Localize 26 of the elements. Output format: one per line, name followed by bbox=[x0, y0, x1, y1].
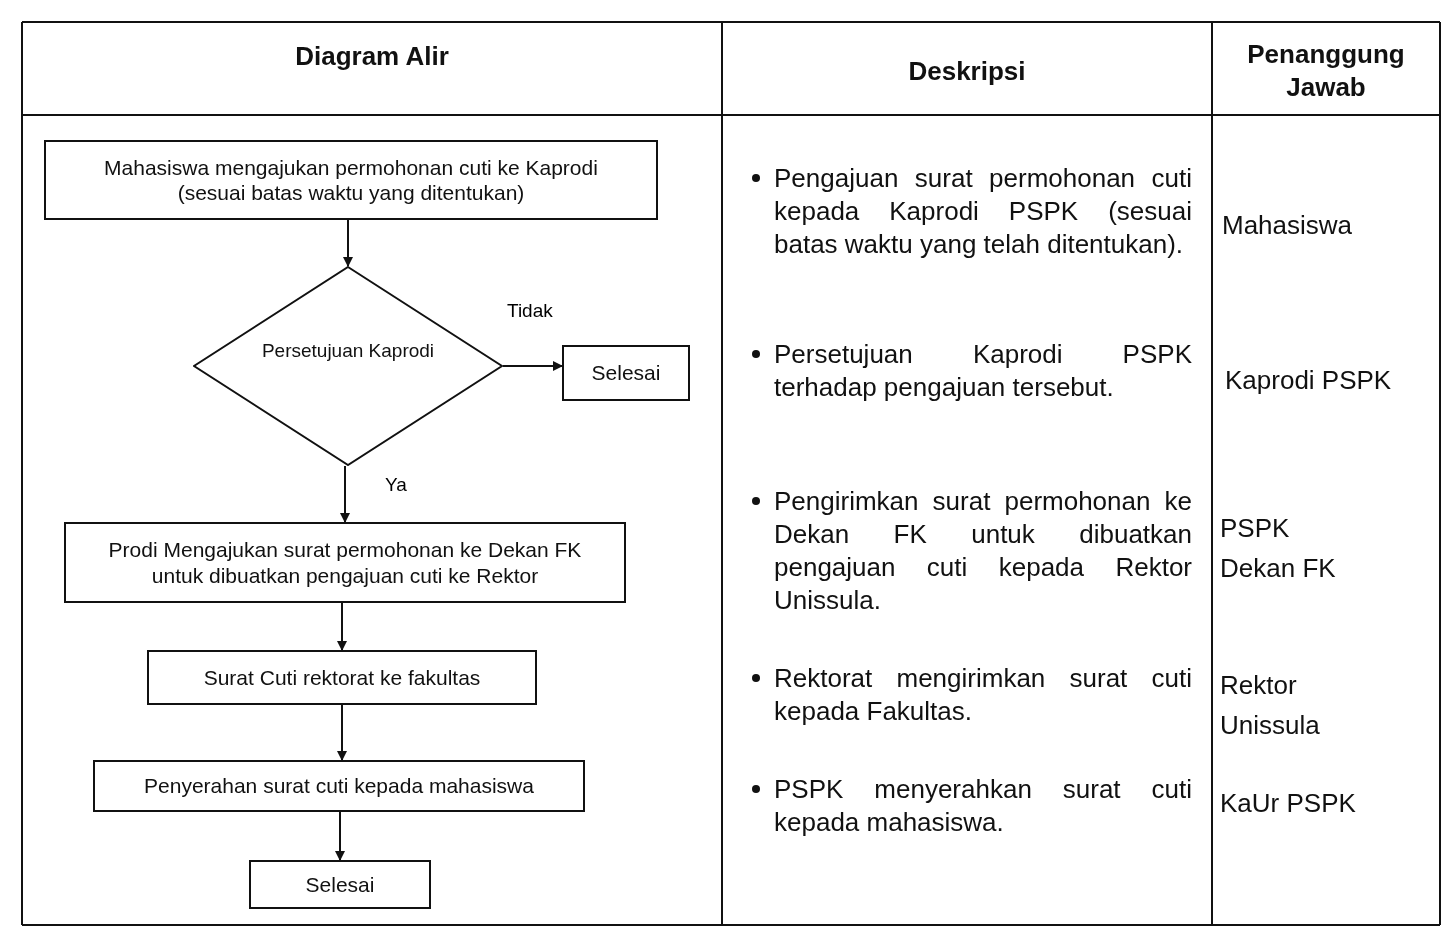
arrow bbox=[502, 361, 563, 371]
end-box: Selesai bbox=[249, 860, 431, 909]
description-text: PSPK menyerahkan surat cuti kepada mahasiswa. bbox=[752, 773, 1192, 840]
responsible-text: PSPK Dekan FK bbox=[1220, 512, 1337, 586]
arrow bbox=[337, 602, 347, 651]
process-box: Mahasiswa mengajukan permohonan cuti ke Kaprodi (sesuai batas waktu yang ditentukan) bbox=[44, 140, 658, 220]
responsible-text: Kaprodi PSPK bbox=[1225, 364, 1393, 397]
process-box: Penyerahan surat cuti kepada mahasiswa bbox=[93, 760, 585, 812]
process-box: Surat Cuti rektorat ke fakultas bbox=[147, 650, 537, 705]
description-text: Rektorat mengirimkan surat cuti kepada Fakultas. bbox=[752, 662, 1192, 729]
process-box: Prodi Mengajukan surat permohonan ke Dekan FK untuk dibuatkan pengajuan cuti ke Rektor bbox=[64, 522, 626, 603]
responsible-text: Mahasiswa bbox=[1222, 209, 1354, 242]
arrow bbox=[340, 465, 350, 523]
arrow bbox=[335, 811, 345, 861]
responsible-text: Rektor Unissula bbox=[1220, 669, 1321, 743]
end-box: Selesai bbox=[562, 345, 690, 401]
description-text: Pengajuan surat permohonan cuti kepada Kaprodi PSPK (sesuai batas waktu yang telah ditentukan). bbox=[752, 162, 1192, 262]
column-header: Diagram Alir bbox=[294, 40, 450, 73]
column-header: Deskripsi bbox=[907, 55, 1027, 88]
responsible-text: KaUr PSPK bbox=[1220, 787, 1357, 820]
arrow bbox=[337, 704, 347, 761]
column-header: Penanggung Jawab bbox=[1246, 38, 1406, 104]
arrow bbox=[343, 219, 353, 267]
description-text: Persetujuan Kaprodi PSPK terhadap pengajuan tersebut. bbox=[752, 338, 1192, 405]
decision-diamond: Persetujuan Kaprodi bbox=[193, 266, 503, 466]
description-text: Pengirimkan surat permohonan ke Dekan FK untuk dibuatkan pengajuan cuti kepada Rektor Unissula. bbox=[752, 485, 1192, 618]
